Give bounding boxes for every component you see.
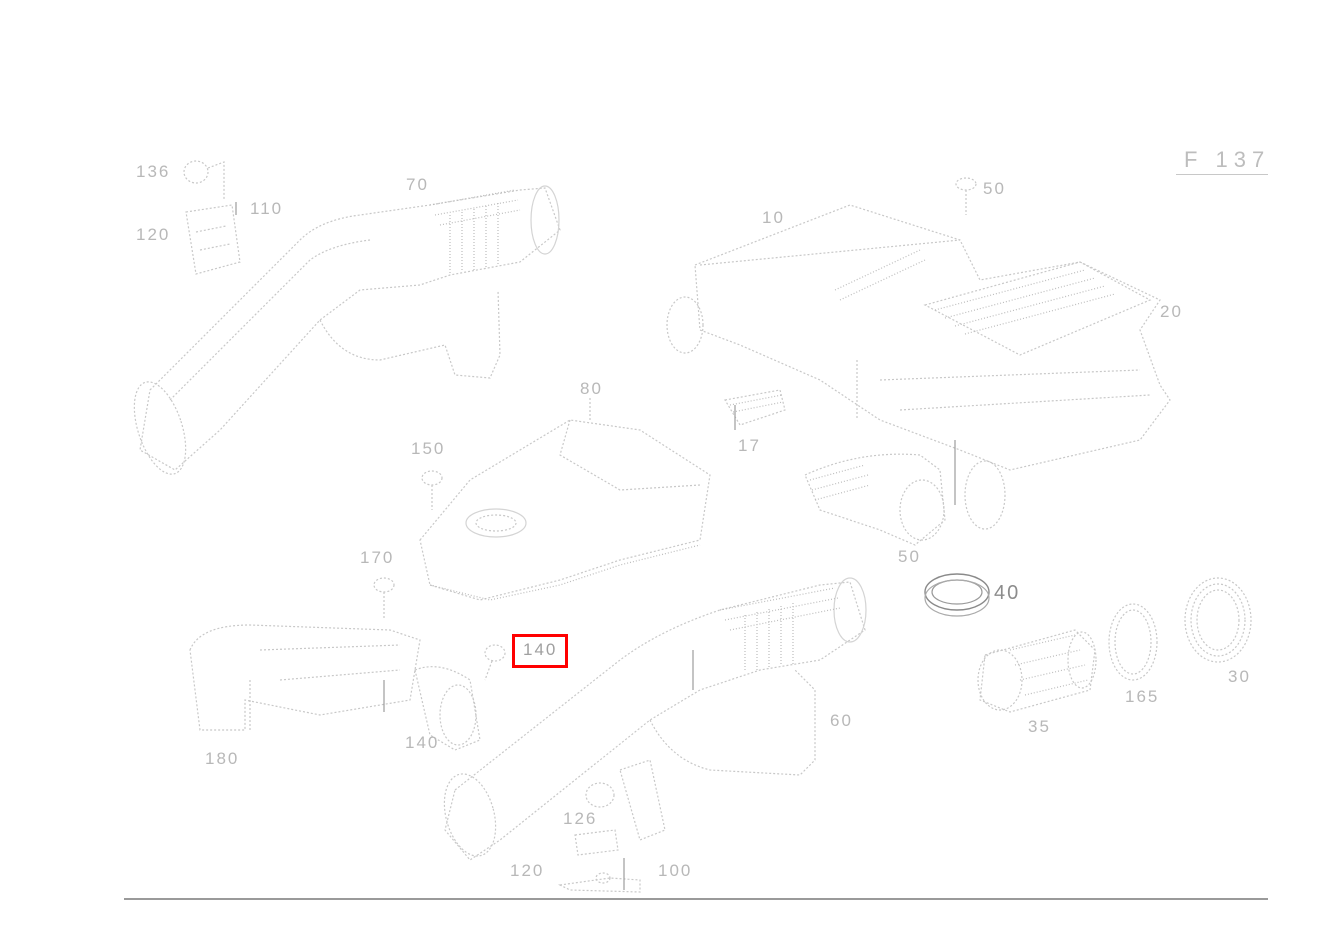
- holder-drawing: [183, 160, 241, 275]
- callout-50[interactable]: 50: [983, 179, 1006, 198]
- callout-126[interactable]: 126: [563, 809, 598, 828]
- support-bracket-drawing: [189, 624, 421, 731]
- callout-165[interactable]: 165: [1125, 687, 1160, 706]
- callout-17[interactable]: 17: [738, 436, 761, 455]
- callout-30[interactable]: 30: [1228, 667, 1251, 686]
- callout-170[interactable]: 170: [360, 548, 395, 567]
- air-filter-housing-drawing: [666, 204, 1171, 530]
- engine-cover-drawing: [419, 398, 711, 601]
- callout-50-lower[interactable]: 50: [898, 547, 921, 566]
- bolt-150-drawing: [421, 470, 443, 510]
- callout-80[interactable]: 80: [580, 379, 603, 398]
- callout-10[interactable]: 10: [762, 208, 785, 227]
- callout-120-lower[interactable]: 120: [510, 861, 545, 880]
- callout-35[interactable]: 35: [1028, 717, 1051, 736]
- callout-180[interactable]: 180: [205, 749, 240, 768]
- rubber-mount-highlighted-drawing: [484, 644, 506, 681]
- callout-150[interactable]: 150: [411, 439, 446, 458]
- intake-connector-drawing: [977, 629, 1097, 713]
- callout-140[interactable]: 140: [405, 733, 440, 752]
- flex-hose-drawing: [804, 453, 946, 546]
- lower-holder-drawing: [558, 782, 641, 893]
- page-reference: F 137: [1184, 147, 1271, 172]
- mounting-bolt-top-drawing: [955, 177, 977, 215]
- sealing-ring-drawing: [924, 573, 990, 617]
- callout-120[interactable]: 120: [136, 225, 171, 244]
- intake-duct-lower-drawing: [443, 577, 867, 861]
- page-reference-underline: [1176, 174, 1268, 175]
- bolt-170-drawing: [373, 577, 395, 620]
- intake-duct-upper-drawing: [133, 185, 561, 475]
- hose-clamp-drawing: [1108, 603, 1158, 681]
- callout-100[interactable]: 100: [658, 861, 693, 880]
- bottom-divider: [124, 898, 1268, 900]
- rubber-mount-left-drawing: [414, 666, 481, 751]
- clip-17-drawing: [724, 389, 786, 430]
- callout-140-highlighted[interactable]: 140: [523, 640, 558, 659]
- callout-20[interactable]: 20: [1160, 302, 1183, 321]
- callout-60[interactable]: 60: [830, 711, 853, 730]
- hose-clamp-large-drawing: [1184, 577, 1252, 663]
- callout-40[interactable]: 40: [994, 582, 1021, 604]
- callout-136[interactable]: 136: [136, 162, 171, 181]
- callout-110[interactable]: 110: [250, 199, 284, 218]
- callout-70[interactable]: 70: [406, 175, 429, 194]
- highlighted-callout-box[interactable]: 140: [512, 634, 568, 668]
